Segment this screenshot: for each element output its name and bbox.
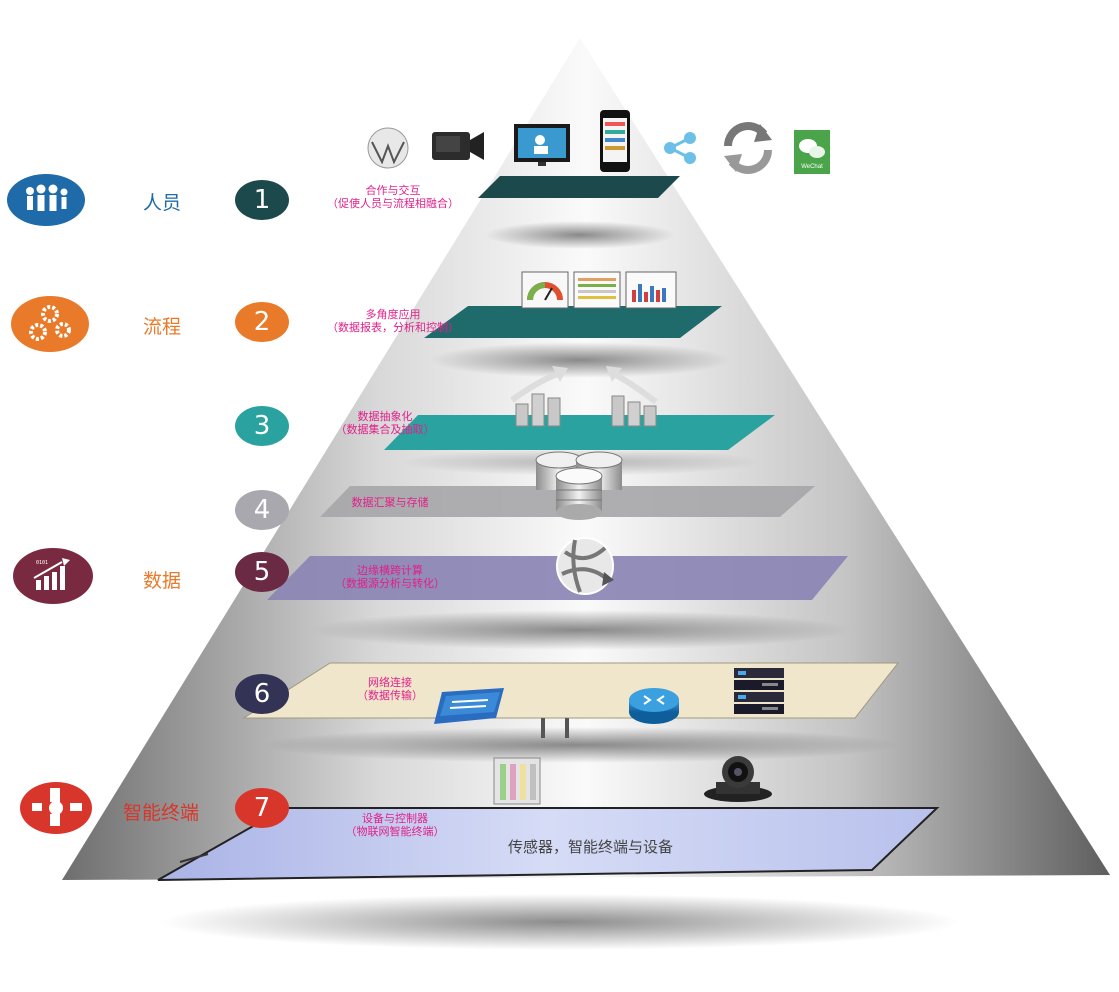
- layer-2-subtitle: （数据报表，分析和控制）: [327, 321, 459, 334]
- smart-terminal-icon: [20, 782, 92, 834]
- ptz-camera-icon: [704, 756, 772, 802]
- layer-7-title: 设备与控制器: [362, 812, 428, 825]
- layer-6-title: 网络连接: [368, 676, 412, 689]
- layer-3-plane: [384, 415, 775, 450]
- layer-6-subtitle: （数据传输）: [357, 689, 423, 702]
- layer-5-title: 边缘横跨计算: [357, 564, 423, 577]
- layer-3-badge: 3: [235, 406, 289, 446]
- layer-2-title: 多角度应用: [365, 308, 421, 321]
- layer-1-plane: [478, 176, 680, 198]
- wechat-icon: WeChat: [794, 130, 830, 174]
- layer-shadow: [160, 894, 960, 950]
- layer-shadow: [430, 342, 730, 378]
- dashboard-bar-chart-icon: [625, 271, 677, 309]
- video-camera-icon: [432, 132, 484, 160]
- wechat-icon-text: WeChat: [801, 164, 823, 170]
- wikipedia-icon: [367, 127, 409, 169]
- layer-4-badge: 4: [235, 490, 289, 530]
- layer-5-subtitle: （数据源分析与转化）: [335, 577, 445, 590]
- router-icon: [629, 688, 679, 724]
- sync-icon: [724, 122, 772, 174]
- layer-3-subtitle: （数据集合及抽取）: [335, 423, 435, 436]
- gears-icon: [11, 296, 89, 352]
- share-icon: [664, 132, 696, 164]
- plc-controller-icon: [493, 757, 541, 805]
- category-label-smart-terminal: 智能终端: [123, 802, 200, 824]
- layer-4-caption: 数据汇聚与存储: [330, 496, 450, 509]
- dashboard-table-icon: [573, 271, 621, 309]
- layer-1-badge: 1: [235, 180, 289, 220]
- network-switch-icon: [434, 688, 504, 724]
- rising-chart-icon: [510, 366, 568, 427]
- layer-3-title: 数据抽象化: [357, 410, 413, 423]
- layer-shadow: [260, 727, 900, 763]
- layer-4-title: 数据汇聚与存储: [351, 496, 429, 509]
- layer-1-title: 合作与交互: [365, 184, 421, 197]
- stand-post: [565, 718, 569, 738]
- layer-6-badge: 6: [235, 674, 289, 714]
- base-edge: [179, 853, 209, 863]
- smartphone-icon: [600, 110, 630, 172]
- category-label-data: 数据: [143, 570, 182, 592]
- edge-computing-globe-icon: [556, 537, 614, 595]
- layer-1-subtitle: （促使人员与流程相融合）: [327, 197, 459, 210]
- layer-5-caption: 边缘横跨计算 （数据源分析与转化）: [320, 564, 460, 590]
- category-label-process: 流程: [143, 316, 182, 338]
- server-rack-icon: [734, 668, 784, 714]
- base-label: 传感器，智能终端与设备: [508, 838, 674, 856]
- layer-6-caption: 网络连接 （数据传输）: [340, 676, 440, 702]
- layer-7-badge: 7: [235, 788, 289, 828]
- layer-7-subtitle: （物联网智能终端）: [345, 825, 445, 838]
- category-label-people: 人员: [143, 192, 182, 214]
- layer-2-caption: 多角度应用 （数据报表，分析和控制）: [318, 308, 468, 334]
- layer-2-plane: [424, 306, 722, 338]
- monitor-icon: [514, 124, 570, 166]
- layer-shadow: [485, 221, 675, 249]
- layer-5-plane: [267, 556, 848, 600]
- layer-5-badge: 5: [235, 552, 289, 592]
- rising-chart-icon: [606, 366, 658, 427]
- dashboard-gauge-icon: [521, 271, 569, 309]
- data-chart-icon: 0101: [13, 548, 93, 604]
- layer-1-caption: 合作与交互 （促使人员与流程相融合）: [318, 184, 468, 210]
- layer-shadow: [310, 610, 850, 650]
- layer-2-badge: 2: [235, 302, 289, 342]
- people-icon: [7, 174, 85, 226]
- stand-post: [541, 718, 545, 738]
- database-icon: [535, 451, 623, 520]
- layer-7-caption: 设备与控制器 （物联网智能终端）: [330, 812, 460, 838]
- svg-text:0101: 0101: [36, 560, 48, 566]
- layer-3-caption: 数据抽象化 （数据集合及抽取）: [320, 410, 450, 436]
